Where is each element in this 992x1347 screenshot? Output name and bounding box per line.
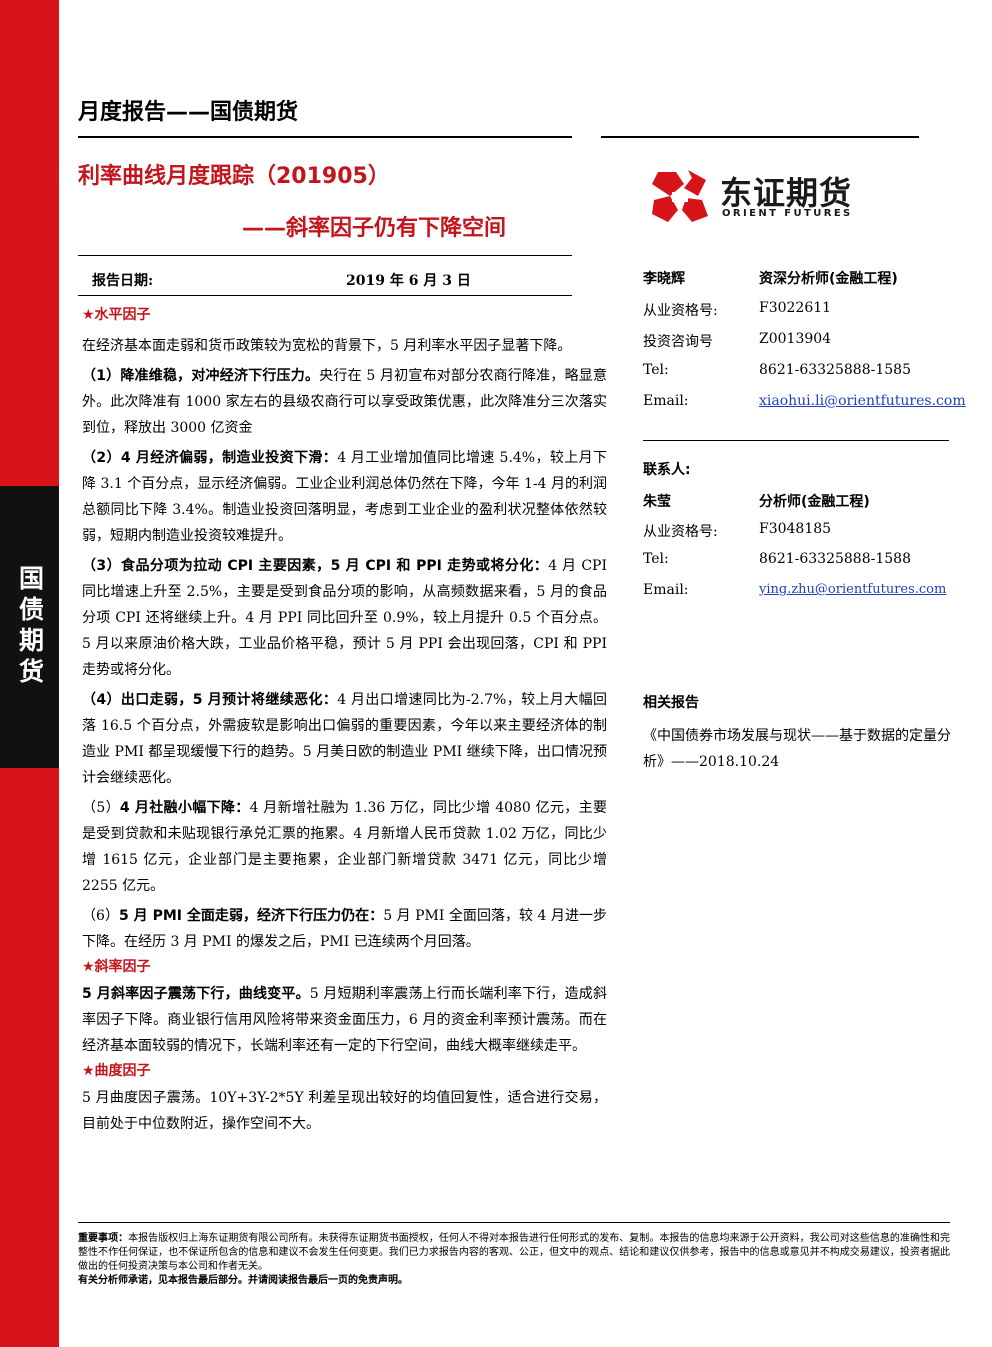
section-heading-curvature: ★曲度因子 bbox=[82, 1063, 151, 1079]
report-title: 利率曲线月度跟踪（201905） bbox=[78, 164, 390, 189]
contact-name: 朱莹 bbox=[643, 494, 671, 510]
level-point-2-text: 4 月工业增加值同比增速 5.4%，较上月下降 3.1 个百分点，显示经济偏弱。… bbox=[82, 450, 608, 544]
level-point-6-title: 5 月 PMI 全面走弱，经济下行压力仍在： bbox=[119, 908, 384, 924]
level-point-2: （2）4 月经济偏弱，制造业投资下滑：4 月工业增加值同比增速 5.4%，较上月… bbox=[82, 445, 607, 549]
analyst-email-label: Email: bbox=[643, 393, 689, 409]
slope-paragraph: 5 月斜率因子震荡下行，曲线变平。5 月短期利率震荡上行而长端利率下行，造成斜率… bbox=[82, 981, 607, 1059]
level-point-4-title: （4）出口走弱，5 月预计将继续恶化： bbox=[82, 692, 338, 708]
level-point-6-number: （6） bbox=[82, 908, 119, 924]
level-point-5: （5）4 月社融小幅下降：4 月新增社融为 1.36 万亿，同比少增 4080 … bbox=[82, 795, 607, 899]
slope-title: 5 月斜率因子震荡下行，曲线变平。 bbox=[82, 986, 310, 1002]
related-reports-heading: 相关报告 bbox=[643, 695, 699, 711]
level-intro: 在经济基本面走弱和货币政策较为宽松的背景下，5 月利率水平因子显著下降。 bbox=[82, 338, 572, 354]
level-point-5-number: （5） bbox=[82, 800, 120, 816]
contact-heading: 联系人: bbox=[643, 462, 691, 478]
related-report-link[interactable]: 《中国债券市场发展与现状——基于数据的定量分析》——2018.10.24 bbox=[643, 728, 951, 770]
report-date-value: 2019 年 6 月 3 日 bbox=[346, 273, 471, 289]
company-logo: 东证期货 ORIENT FUTURES bbox=[648, 166, 868, 226]
analyst-email-link[interactable]: xiaohui.li@orientfutures.com bbox=[759, 393, 966, 409]
side-category-tab: 国债期货 bbox=[0, 486, 59, 768]
level-point-1-text: 央行在 5 月初宣布对部分农商行降准，略显意外。此次降准有 1000 家左右的县… bbox=[82, 368, 607, 436]
analyst-name: 李晓辉 bbox=[643, 271, 685, 287]
section-heading-slope: ★斜率因子 bbox=[82, 959, 151, 975]
logo-name-cn: 东证期货 bbox=[720, 174, 853, 212]
analyst-note: 有关分析师承诺，见本报告最后部分。并请阅读报告最后一页的免责声明。 bbox=[78, 1275, 408, 1286]
analyst-title: 资深分析师(金融工程) bbox=[759, 271, 898, 287]
analyst-consult: Z0013904 bbox=[759, 331, 832, 347]
level-point-6-text: 5 月 PMI 全面回落，较 4 月进一步下降。在经历 3 月 PMI 的爆发之… bbox=[82, 908, 607, 950]
level-point-3: （3）食品分项为拉动 CPI 主要因素，5 月 CPI 和 PPI 走势或将分化… bbox=[82, 553, 607, 683]
side-category-label: 国债期货 bbox=[15, 565, 45, 689]
contact-email-link[interactable]: ying.zhu@orientfutures.com bbox=[759, 582, 947, 597]
logo-mark-icon bbox=[652, 170, 708, 222]
level-point-1-title: （1）降准维稳，对冲经济下行压力。 bbox=[82, 368, 320, 384]
contact-license: F3048185 bbox=[759, 521, 832, 537]
analyst-consult-label: 投资咨询号 bbox=[643, 334, 713, 350]
level-point-1: （1）降准维稳，对冲经济下行压力。央行在 5 月初宣布对部分农商行降准，略显意外… bbox=[82, 363, 607, 441]
contact-email-label: Email: bbox=[643, 582, 689, 598]
level-point-4-text: 4 月出口增速同比为-2.7%，较上月大幅回落 16.5 个百分点，外需疲软是影… bbox=[82, 692, 607, 786]
section-heading-level: ★水平因子 bbox=[82, 307, 151, 323]
footer-disclaimer: 重要事项：本报告版权归上海东证期货有限公司所有。未获得东证期货书面授权，任何人不… bbox=[78, 1232, 950, 1288]
footer-rule bbox=[78, 1222, 950, 1223]
level-point-3-title: （3）食品分项为拉动 CPI 主要因素，5 月 CPI 和 PPI 走势或将分化… bbox=[82, 558, 549, 574]
contact-tel-label: Tel: bbox=[643, 551, 669, 567]
contact-license-label: 从业资格号: bbox=[643, 524, 718, 540]
date-rule-bottom bbox=[78, 295, 572, 296]
analyst-tel: 8621-63325888-1585 bbox=[759, 362, 911, 378]
level-point-5-title: 4 月社融小幅下降： bbox=[119, 800, 250, 816]
level-point-5-text: 4 月新增社融为 1.36 万亿，同比少增 4080 亿元，主要是受到贷款和未贴… bbox=[82, 800, 607, 894]
report-date-label: 报告日期: bbox=[92, 273, 154, 289]
level-point-2-title: （2）4 月经济偏弱，制造业投资下滑： bbox=[82, 450, 338, 466]
contact-tel: 8621-63325888-1588 bbox=[759, 551, 911, 567]
logo-name-en: ORIENT FUTURES bbox=[722, 208, 853, 219]
contact-title: 分析师(金融工程) bbox=[759, 494, 870, 510]
analyst-license: F3022611 bbox=[759, 300, 832, 316]
disclaimer-text: 本报告版权归上海东证期货有限公司所有。未获得东证期货书面授权，任何人不得对本报告… bbox=[78, 1233, 951, 1272]
header-rule-right bbox=[601, 136, 919, 138]
header-rule-left bbox=[78, 136, 572, 138]
slope-text: 5 月短期利率震荡上行而长端利率下行，造成斜率因子下降。商业银行信用风险将带来资… bbox=[82, 986, 607, 1054]
level-point-4: （4）出口走弱，5 月预计将继续恶化：4 月出口增速同比为-2.7%，较上月大幅… bbox=[82, 687, 607, 791]
level-point-6: （6）5 月 PMI 全面走弱，经济下行压力仍在：5 月 PMI 全面回落，较 … bbox=[82, 903, 607, 955]
disclaimer-label: 重要事项： bbox=[78, 1233, 129, 1244]
curvature-paragraph: 5 月曲度因子震荡。10Y+3Y-2*5Y 利差呈现出较好的均值回复性，适合进行… bbox=[82, 1090, 607, 1132]
analyst-divider bbox=[643, 440, 949, 441]
analyst-license-label: 从业资格号: bbox=[643, 303, 718, 319]
level-point-3-text: 4 月 CPI 同比增速上升至 2.5%，主要是受到食品分项的影响，从高频数据来… bbox=[82, 558, 607, 678]
report-type: 月度报告——国债期货 bbox=[78, 100, 299, 125]
report-subtitle: ——斜率因子仍有下降空间 bbox=[242, 216, 507, 241]
date-rule-top bbox=[78, 255, 572, 256]
analyst-tel-label: Tel: bbox=[643, 362, 669, 378]
main-content: ★水平因子 在经济基本面走弱和货币政策较为宽松的背景下，5 月利率水平因子显著下… bbox=[82, 303, 607, 1137]
